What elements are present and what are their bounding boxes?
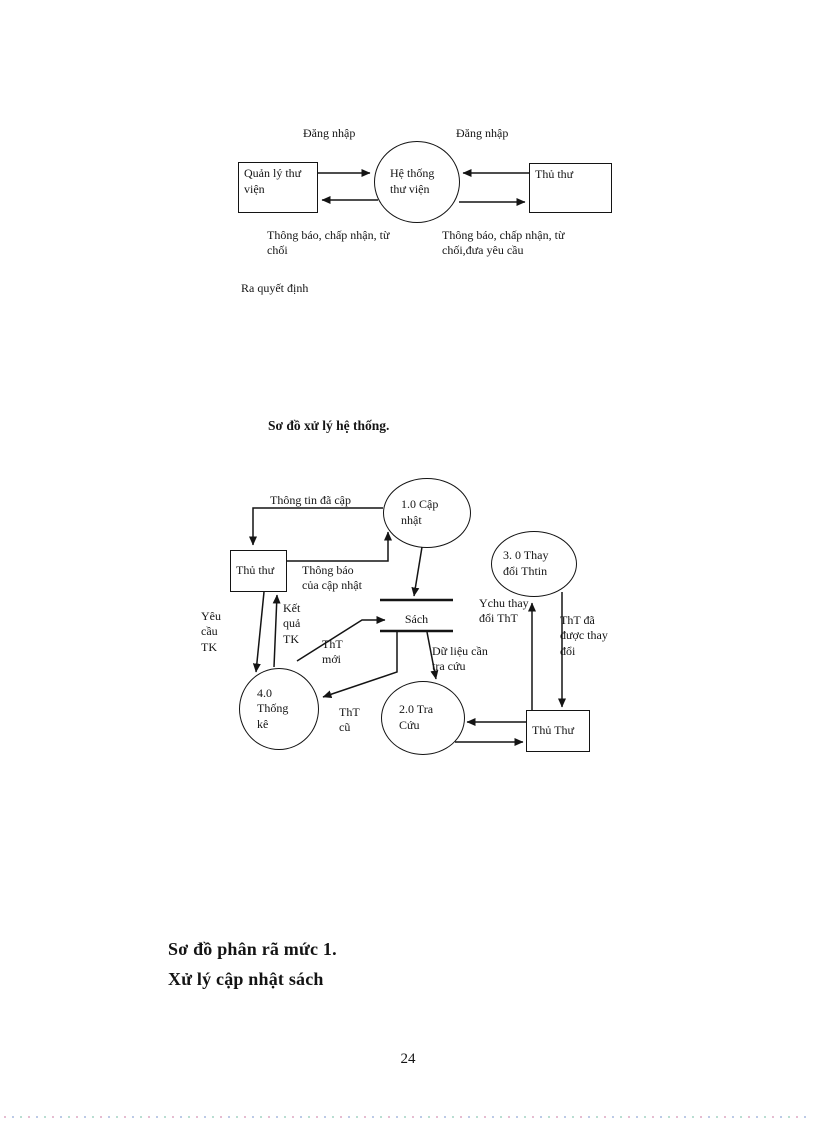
flow-label-old-info: ThT cũ bbox=[339, 705, 360, 735]
flow-label-decision: Ra quyết định bbox=[241, 281, 309, 295]
flow-label-login-right: Đăng nhập bbox=[456, 126, 509, 140]
process-circle-1-update: 1.0 Cập nhật bbox=[383, 478, 471, 548]
flow-label-change-request: Ychu thay đổi ThT bbox=[479, 596, 529, 626]
entity-box-librarian-bottom: Thủ Thư bbox=[526, 710, 590, 752]
flow-label-stat-result: Kết quả TK bbox=[283, 601, 301, 646]
entity-box-librarian-context: Thủ thư bbox=[529, 163, 612, 213]
process-circle-library-system: Hệ thống thư viện bbox=[374, 141, 460, 223]
arrow-stat-request bbox=[252, 591, 265, 673]
flow-label-login-left: Đăng nhập bbox=[303, 126, 356, 140]
flow-label-lookup-data: Dữ liệu cần tra cứu bbox=[432, 644, 488, 674]
entity-label-librarian-context: Thủ thư bbox=[535, 167, 574, 181]
process-label-3-change-info: 3. 0 Thay đổi Thtin bbox=[503, 548, 549, 578]
footer-heading-line2: Xử lý cập nhật sách bbox=[168, 969, 324, 989]
entity-box-library-management: Quản lý thư viện bbox=[238, 162, 318, 213]
flow-label-feedback-left: Thông báo, chấp nhận, từ chối bbox=[267, 228, 390, 258]
process-circle-3-change-info: 3. 0 Thay đổi Thtin bbox=[491, 531, 577, 597]
process-circle-4-statistics: 4.0 Thống kê bbox=[239, 668, 319, 750]
page-number: 24 bbox=[400, 1051, 416, 1067]
datastore-label-books: Sách bbox=[404, 612, 429, 626]
process-label-library-system: Hệ thống thư viện bbox=[390, 166, 435, 196]
flow-label-feedback-right: Thông báo, chấp nhận, từ chối,đưa yêu cầ… bbox=[442, 228, 565, 258]
flow-label-stat-request: Yêu cầu TK bbox=[201, 609, 221, 654]
arrow-updated-info bbox=[249, 507, 383, 546]
entity-label-librarian-top: Thủ thư bbox=[236, 563, 275, 578]
process-label-2-lookup: 2.0 Tra Cứu bbox=[399, 702, 434, 732]
entity-label-library-management: Quản lý thư viện bbox=[244, 166, 302, 196]
flow-label-update-notice: Thông báo của cập nhật bbox=[302, 563, 362, 593]
process-label-4-statistics: 4.0 Thống kê bbox=[257, 685, 289, 731]
entity-box-librarian-top: Thủ thư bbox=[230, 550, 287, 592]
flow-label-changed-info: ThT đã được thay đổi bbox=[560, 613, 608, 658]
flow-label-updated-info: Thông tin đã cập bbox=[270, 493, 351, 507]
arrow-update-notice bbox=[287, 531, 392, 562]
footer-dotted-divider bbox=[4, 1116, 812, 1118]
flow-label-new-info: ThT mới bbox=[322, 637, 343, 667]
system-diagram-caption: Sơ đồ xử lý hệ thống. bbox=[268, 418, 390, 433]
arrow-stat-result bbox=[272, 594, 281, 668]
arrow-p1-to-store bbox=[411, 546, 423, 597]
process-label-1-update: 1.0 Cập nhật bbox=[401, 497, 439, 527]
entity-label-librarian-bottom: Thủ Thư bbox=[532, 723, 574, 738]
process-circle-2-lookup: 2.0 Tra Cứu bbox=[381, 681, 465, 755]
footer-heading-line1: Sơ đồ phân rã mức 1. bbox=[168, 939, 337, 959]
